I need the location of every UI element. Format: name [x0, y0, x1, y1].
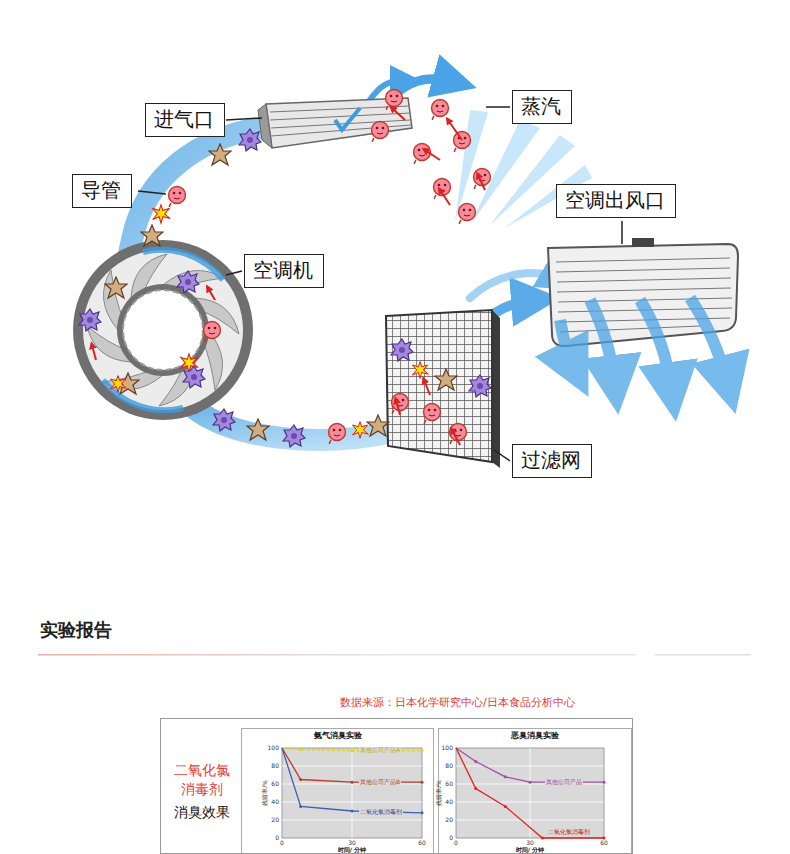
- data-point: [603, 781, 606, 784]
- chart-label: 80: [445, 763, 453, 770]
- data-point: [421, 811, 424, 814]
- callout-label: 空调机: [244, 254, 324, 288]
- chart-label: 40: [445, 799, 453, 806]
- germs: [79, 90, 491, 448]
- chart-label: 二氧化氯消毒剂: [359, 809, 403, 816]
- data-series: [456, 748, 604, 782]
- data-source: 数据来源：日本化学研究中心/日本食品分析中心: [340, 697, 575, 709]
- node-text: 过滤网: [521, 447, 583, 473]
- callout-label: 蒸汽: [512, 90, 572, 124]
- data-point: [351, 781, 354, 784]
- data-point: [351, 749, 354, 752]
- data-point: [299, 805, 302, 808]
- chart-label: 残留率/%: [436, 780, 443, 806]
- node-text: 消臭效果: [165, 803, 239, 822]
- data-series: [282, 748, 422, 782]
- chart-label: 60: [600, 840, 608, 847]
- data-point: [351, 810, 354, 813]
- data-series: [282, 748, 422, 813]
- chart-label: 0: [454, 840, 458, 847]
- data-point: [421, 781, 424, 784]
- chart-label: 其他公司产品A: [359, 747, 401, 754]
- node-text: 氨气消臭实验: [242, 731, 433, 741]
- fan-unit: [73, 240, 253, 420]
- data-point: [474, 760, 477, 763]
- chart-label: 30: [526, 840, 534, 847]
- leader-lines: [138, 107, 622, 461]
- chart-label: 0: [275, 835, 279, 842]
- node-text: 空调机: [253, 257, 315, 283]
- data-point: [474, 787, 477, 790]
- chart-label: 时间/ 分钟: [516, 847, 544, 854]
- node-text: 蒸汽: [521, 93, 563, 119]
- chart-label: 60: [418, 840, 426, 847]
- node-text: 导管: [81, 177, 123, 203]
- node-text: 恶臭消臭实验: [439, 731, 631, 741]
- data-point: [504, 775, 507, 778]
- chart-plot: [282, 748, 422, 838]
- chart-panel: 恶臭消臭实验: [438, 728, 632, 854]
- chart-label: 40: [271, 799, 279, 806]
- chart-label: 其他公司产品B: [359, 779, 401, 786]
- callout-label: 空调出风口: [556, 184, 676, 218]
- chart-label: 0: [280, 840, 284, 847]
- chart-label: 残留率/%: [262, 780, 269, 806]
- chart-label: 60: [271, 781, 279, 788]
- data-point: [529, 781, 532, 784]
- data-point: [541, 837, 544, 840]
- section-heading: 实验报告: [40, 620, 112, 640]
- data-point: [299, 748, 302, 751]
- node-text: 进气口: [154, 106, 216, 132]
- chart-label: 100: [268, 745, 279, 752]
- separator: [38, 654, 751, 656]
- chart-label: 20: [445, 817, 453, 824]
- chart-label: 20: [271, 817, 279, 824]
- node-text: 空调出风口: [565, 187, 667, 213]
- chart-plots: [282, 748, 606, 840]
- data-point: [299, 778, 302, 781]
- outlet-unit: [548, 238, 738, 392]
- chart-label: 其他公司产品: [545, 779, 583, 786]
- chart-label: 30: [348, 840, 356, 847]
- chart-label: 0: [449, 835, 453, 842]
- callout-label: 进气口: [145, 103, 225, 137]
- data-point: [504, 805, 507, 808]
- chart-label: 二氧化氯消毒剂: [547, 829, 591, 836]
- node-text: 二氧化氯 消毒剂: [165, 761, 239, 799]
- chart-label: 80: [271, 763, 279, 770]
- chart-label: 60: [445, 781, 453, 788]
- data-point: [421, 749, 424, 752]
- chart-label: 时间/ 分钟: [338, 847, 366, 854]
- data-series: [456, 748, 604, 838]
- filter: [386, 310, 500, 468]
- callout-label: 过滤网: [512, 444, 592, 478]
- chart-label: 100: [442, 745, 453, 752]
- red-arrows: [92, 108, 485, 445]
- callout-label: 导管: [72, 174, 132, 208]
- chart-plot: [456, 748, 604, 838]
